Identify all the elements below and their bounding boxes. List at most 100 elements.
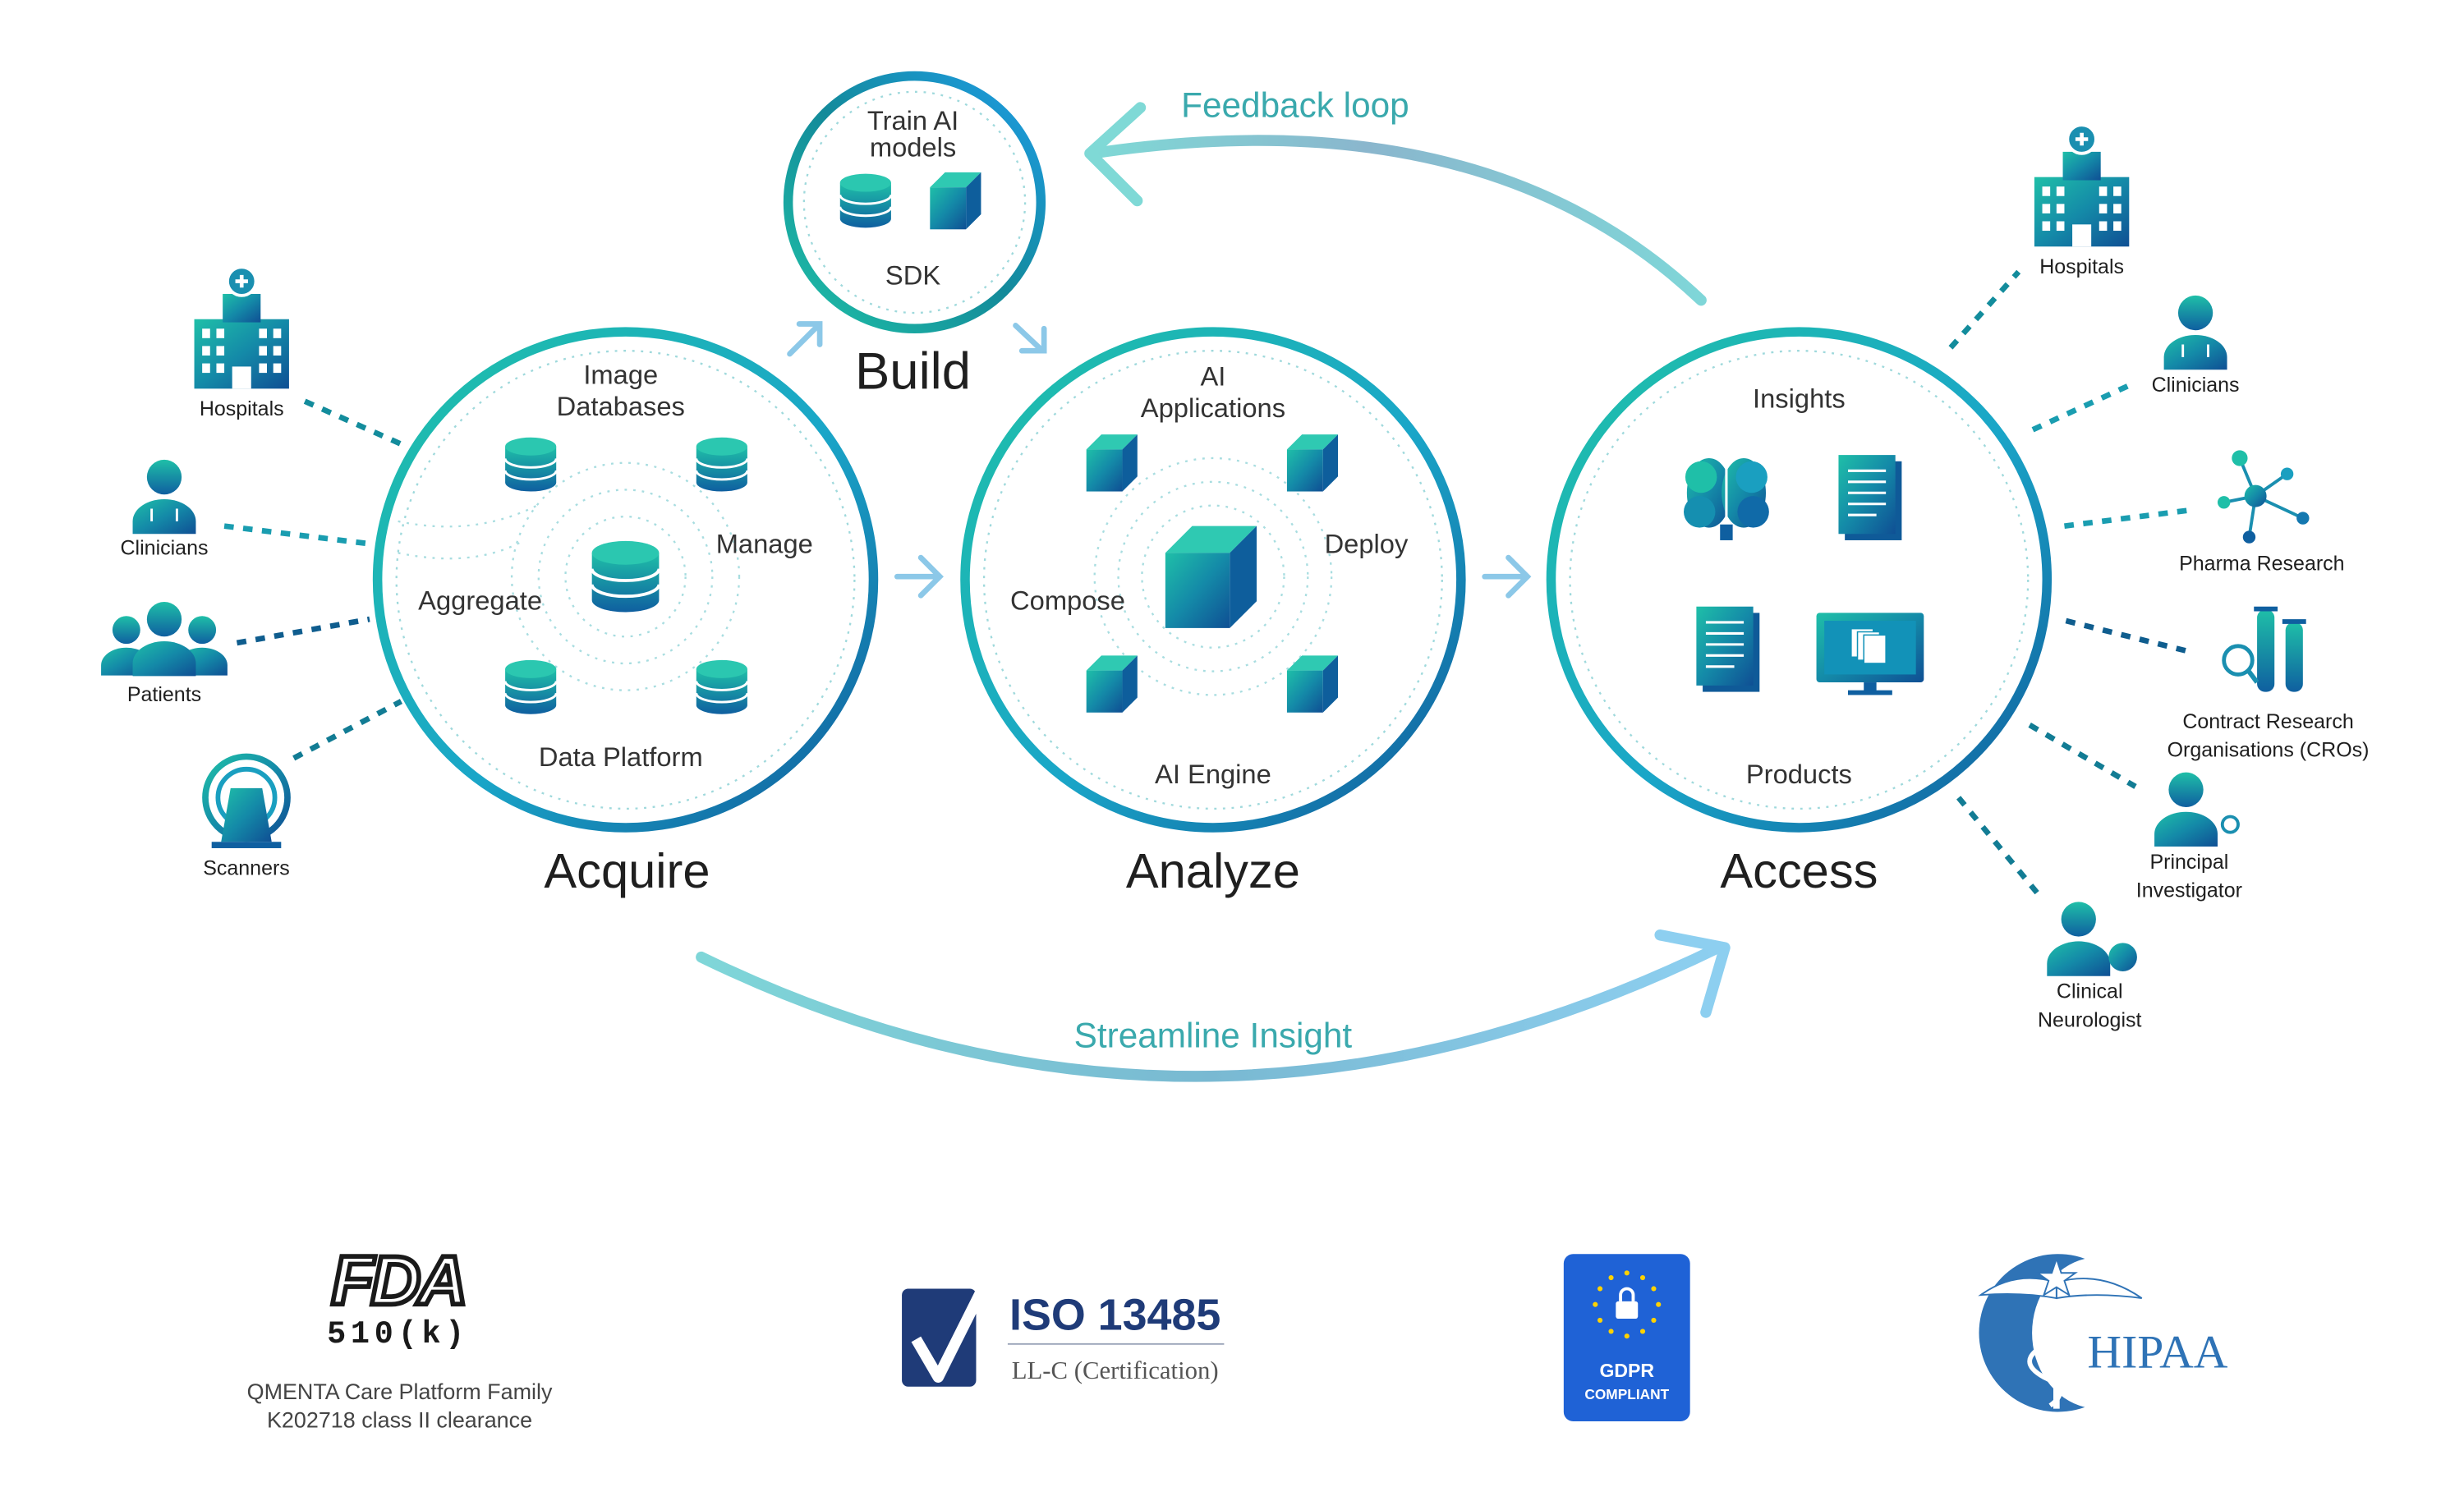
- cube-icon: [1286, 655, 1339, 713]
- source-hospitals: Hospitals: [195, 267, 289, 420]
- fda-caption-line2: K202718 class II clearance: [267, 1408, 532, 1433]
- database-icon: [695, 436, 749, 493]
- iso-title: ISO 13485: [1009, 1291, 1221, 1340]
- consumer-hospitals: Hospitals: [2034, 125, 2129, 278]
- feedback-loop-label: Feedback loop: [1181, 86, 1409, 125]
- consumer-cros-label-line2: Organisations (CROs): [2167, 738, 2370, 761]
- brain-icon: [1684, 457, 1769, 540]
- acquire-manage-label: Manage: [716, 528, 813, 558]
- acquire-stage: Image Databases Manage Aggregate Data Pl…: [372, 327, 879, 833]
- fda-certification: FDA 510(k) QMENTA Care Platform Family K…: [247, 1239, 553, 1433]
- analyze-stage: AI Applications Compose Deploy AI Engine: [960, 327, 1466, 833]
- consumer-hospitals-label: Hospitals: [2039, 255, 2124, 278]
- consumer-pharma: Pharma Research: [2179, 450, 2345, 576]
- fda-code: 510(k): [327, 1316, 469, 1352]
- analyze-title: Analyze: [1126, 843, 1300, 898]
- neurologist-icon: [2047, 902, 2111, 976]
- source-connectors: [223, 398, 406, 761]
- source-hospitals-label: Hospitals: [200, 397, 284, 420]
- build-to-analyze-arrow: [1013, 323, 1047, 354]
- hipaa-logo: HIPAA: [1978, 1254, 2228, 1412]
- build-heading-line1: Train AI: [867, 105, 958, 135]
- consumer-investigator-label-line1: Principal: [2149, 851, 2228, 874]
- molecule-icon: [2218, 450, 2310, 544]
- source-scanners: Scanners: [202, 753, 291, 880]
- test-tubes-icon: [2222, 606, 2306, 692]
- consumer-cros-label-line1: Contract Research: [2182, 710, 2353, 733]
- documents-icon: [1694, 605, 1761, 694]
- streamline-insight-label: Streamline Insight: [1074, 1016, 1353, 1054]
- hospital-icon: [2034, 125, 2129, 246]
- scanner-icon: [202, 753, 291, 848]
- checkmark-icon: [902, 1279, 991, 1387]
- gdpr-badge: GDPR COMPLIANT: [1563, 1254, 1690, 1422]
- consumer-cros: Contract Research Organisations (CROs): [2167, 606, 2370, 761]
- consumer-pharma-label: Pharma Research: [2179, 553, 2344, 576]
- lock-icon: [1616, 1287, 1639, 1320]
- eu-stars-icon: [1593, 1270, 1662, 1339]
- source-patients: Patients: [101, 601, 228, 706]
- consumer-neurologist-label-line2: Neurologist: [2038, 1008, 2142, 1031]
- source-clinicians: Clinicians: [121, 459, 209, 559]
- database-icon: [590, 539, 661, 614]
- analyze-heading-line1: AI: [1200, 361, 1225, 392]
- build-title: Build: [855, 342, 971, 400]
- cube-icon: [930, 172, 981, 230]
- feedback-loop-arrow: [1084, 102, 1707, 306]
- streamline-insight-arrow: [696, 929, 1731, 1082]
- fda-logo: FDA: [331, 1242, 464, 1320]
- document-icon: [1837, 453, 1903, 542]
- gdpr-line2: COMPLIANT: [1584, 1386, 1669, 1402]
- hipaa-text: HIPAA: [2087, 1327, 2227, 1379]
- analyze-heading-line2: Applications: [1141, 392, 1285, 423]
- hospital-icon: [195, 267, 289, 388]
- acquire-to-analyze-arrow: [894, 554, 944, 599]
- build-sdk-label: SDK: [885, 259, 940, 290]
- acquire-title: Acquire: [544, 843, 710, 898]
- monitor-icon: [1816, 613, 1924, 695]
- clinician-icon: [132, 459, 196, 535]
- database-icon: [839, 172, 893, 229]
- source-patients-label: Patients: [127, 683, 201, 706]
- caduceus-icon: [1978, 1255, 2143, 1409]
- acquire-platform-label: Data Platform: [539, 741, 703, 772]
- patients-icon: [101, 601, 228, 677]
- gdpr-line1: GDPR: [1599, 1360, 1654, 1381]
- source-scanners-label: Scanners: [203, 857, 290, 880]
- analyze-engine-label: AI Engine: [1155, 759, 1271, 789]
- database-icon: [503, 659, 558, 716]
- access-stage: Insights Products: [1546, 327, 2053, 833]
- consumer-investigator-label-line2: Investigator: [2136, 879, 2242, 902]
- consumer-clinicians: Clinicians: [2152, 295, 2240, 397]
- access-title: Access: [1720, 843, 1878, 898]
- consumer-connectors: [1948, 269, 2194, 899]
- acquire-heading-line2: Databases: [557, 391, 685, 421]
- cube-icon: [1086, 655, 1138, 713]
- cube-icon: [1086, 434, 1138, 492]
- cube-icon: [1165, 526, 1257, 628]
- acquire-to-build-arrow: [787, 321, 823, 357]
- acquire-aggregate-label: Aggregate: [418, 585, 542, 616]
- database-icon: [695, 659, 749, 716]
- consumer-neurologist-label-line1: Clinical: [2057, 980, 2123, 1003]
- database-icon: [503, 436, 558, 493]
- investigator-icon: [2154, 772, 2218, 847]
- clinician-icon: [2163, 295, 2227, 370]
- access-products-label: Products: [1746, 759, 1852, 789]
- analyze-deploy-label: Deploy: [1325, 528, 1409, 558]
- cube-icon: [1286, 434, 1339, 492]
- access-insights-label: Insights: [1753, 383, 1846, 413]
- iso-subtitle: LL-C (Certification): [1012, 1356, 1219, 1384]
- iso-certification: ISO 13485 LL-C (Certification): [902, 1279, 1225, 1387]
- fda-caption-line1: QMENTA Care Platform Family: [247, 1379, 553, 1404]
- analyze-compose-label: Compose: [1010, 585, 1125, 616]
- build-heading-line2: models: [870, 132, 956, 163]
- build-stage: Train AI models SDK: [783, 71, 1046, 334]
- consumer-clinicians-label: Clinicians: [2152, 374, 2240, 397]
- consumer-neurologist: Clinical Neurologist: [2038, 902, 2142, 1031]
- source-clinicians-label: Clinicians: [121, 536, 209, 559]
- analyze-to-access-arrow: [1482, 554, 1532, 599]
- acquire-heading-line1: Image: [583, 360, 658, 390]
- consumer-investigator: Principal Investigator: [2136, 772, 2242, 902]
